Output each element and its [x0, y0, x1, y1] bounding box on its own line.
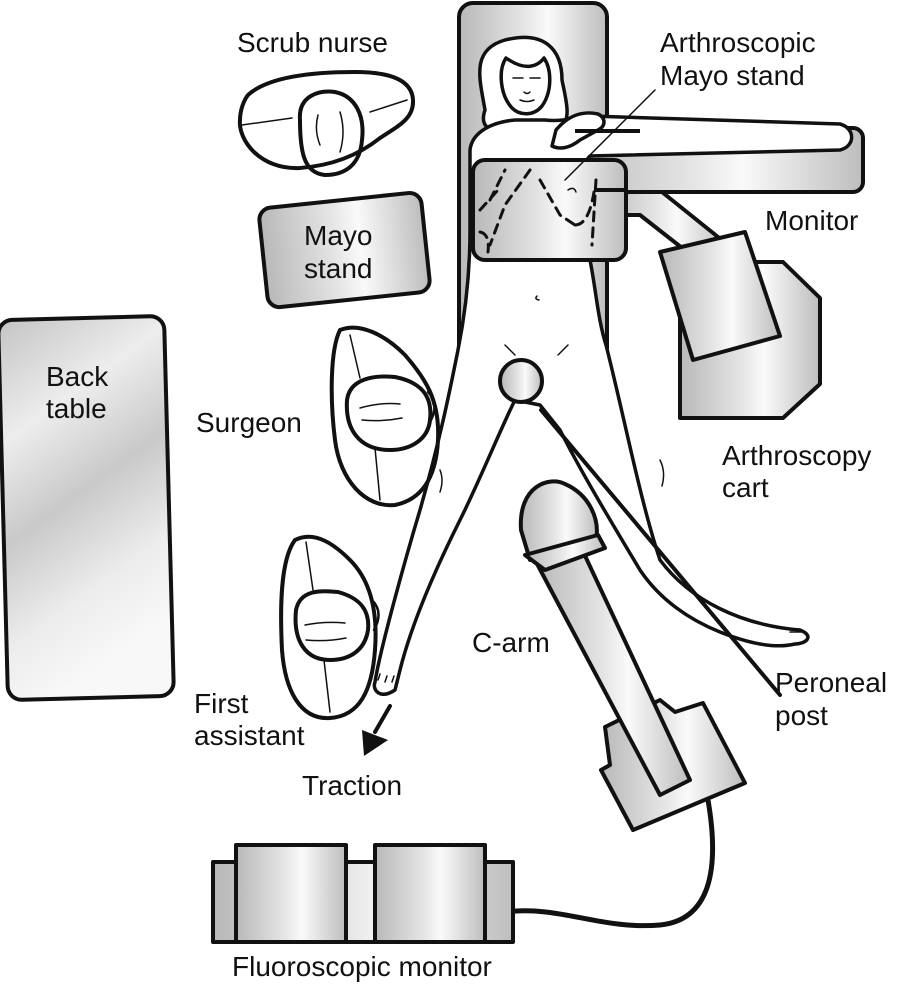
label-monitor: Monitor	[765, 205, 858, 236]
arthroscopic-mayo-stand-leader	[564, 89, 656, 181]
label-peroneal-post-2: post	[775, 700, 828, 731]
label-arthroscopy-cart-1: Arthroscopy	[722, 440, 871, 471]
label-mayo-stand-1: Mayo	[304, 220, 372, 251]
label-first-assistant-2: assistant	[194, 720, 305, 751]
back-table	[0, 314, 176, 702]
label-back-table-1: Back	[46, 361, 109, 392]
surgeon	[329, 325, 441, 508]
label-arthroscopy-cart-2: cart	[722, 472, 769, 503]
label-arthroscopic-mayo-stand-2: Mayo stand	[660, 60, 805, 91]
label-traction: Traction	[302, 770, 402, 801]
label-fluoroscopic-monitor: Fluoroscopic monitor	[232, 951, 492, 982]
label-c-arm: C-arm	[472, 627, 550, 658]
label-surgeon: Surgeon	[196, 407, 302, 438]
label-mayo-stand-2: stand	[304, 253, 373, 284]
fluoroscopic-monitor	[211, 843, 515, 944]
monitor	[658, 230, 782, 362]
label-peroneal-post-1: Peroneal	[775, 667, 887, 698]
arthroscopic-mayo-stand	[471, 158, 628, 262]
c-arm	[504, 479, 747, 929]
peroneal-post	[498, 358, 782, 697]
label-scrub-nurse: Scrub nurse	[237, 27, 388, 58]
label-arthroscopic-mayo-stand-1: Arthroscopic	[660, 27, 816, 58]
mayo-stand	[257, 190, 432, 310]
first-assistant	[279, 534, 380, 721]
label-back-table-2: table	[46, 393, 107, 424]
scrub-nurse	[237, 70, 416, 177]
traction-arrow	[362, 704, 392, 756]
label-first-assistant-1: First	[194, 688, 249, 719]
